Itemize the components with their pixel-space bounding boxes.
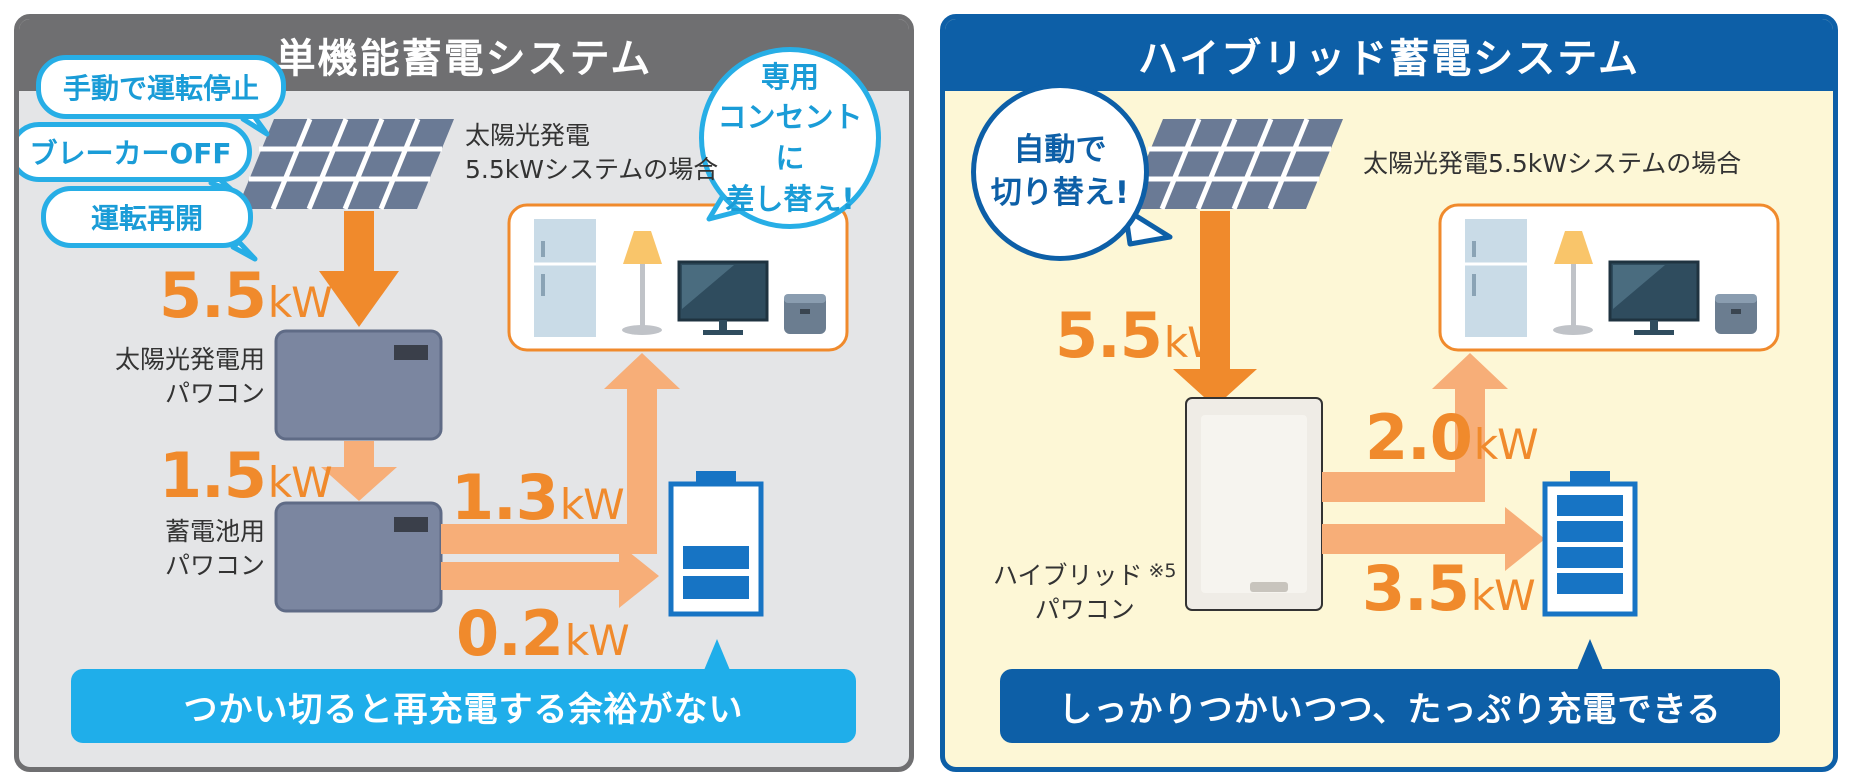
footnote-mark: ※5 xyxy=(1148,560,1177,582)
flow-arrow-pcs xyxy=(321,441,397,501)
right-footer-banner: しっかりつかいつつ、たっぷり充電できる xyxy=(1000,669,1780,743)
right-diagram xyxy=(1122,118,1780,675)
battery-icon-full xyxy=(1542,471,1638,617)
solar-panel-icon xyxy=(1126,118,1343,210)
right-panel-title: ハイブリッド蓄電システム xyxy=(945,19,1833,91)
flow-value-solar: 5.5kW xyxy=(159,259,333,332)
flow-value-appliances: 1.3kW xyxy=(451,461,625,534)
flow-value-battery: 0.2kW xyxy=(456,597,630,670)
rice-cooker-icon xyxy=(784,294,826,334)
auto-switch-callout: 自動で 切り替え! xyxy=(971,83,1149,261)
solar-pcs-unit xyxy=(274,329,443,441)
callout-line-2: コンセントに xyxy=(717,100,863,175)
restart-bubble: 運転再開 xyxy=(41,186,253,248)
flow-arrow-solar xyxy=(1173,211,1257,407)
solar-label: 太陽光発電 5.5kWシステムの場合 xyxy=(465,121,719,184)
hybrid-panel: ハイブリッド蓄電システム xyxy=(940,14,1838,772)
flow-value-solar: 5.5kW xyxy=(1055,299,1229,372)
solar-pcs-label: 太陽光発電用 パワコン xyxy=(114,345,265,408)
appliances-box xyxy=(1438,203,1780,352)
battery-pcs-label: 蓄電池用 パワコン xyxy=(164,517,265,580)
callout-line-2: 切り替え! xyxy=(990,175,1130,211)
solar-label: 太陽光発電5.5kWシステムの場合 xyxy=(1363,149,1742,178)
callout-line-1: 専用 xyxy=(760,59,819,94)
flow-arrow-appliances xyxy=(441,353,680,554)
lamp-icon xyxy=(1553,231,1593,335)
solar-panel-icon xyxy=(237,118,454,210)
battery-icon-low xyxy=(668,471,764,617)
flow-value-appliances: 2.0kW xyxy=(1365,401,1539,474)
footer-pointer xyxy=(702,639,732,675)
appliances-box xyxy=(507,203,849,352)
callout-line-3: 差し替え! xyxy=(725,181,855,216)
fridge-icon xyxy=(1465,219,1527,337)
callout-line-1: 自動で xyxy=(1013,131,1107,168)
flow-value-battery: 3.5kW xyxy=(1362,552,1536,625)
flow-value-pcs: 1.5kW xyxy=(159,439,333,512)
manual-stop-bubble: 手動で運転停止 xyxy=(36,55,286,119)
rice-cooker-icon xyxy=(1715,294,1757,334)
tv-icon xyxy=(1608,260,1700,335)
footer-pointer xyxy=(1575,639,1605,675)
outlet-switch-callout: 専用 コンセントに 差し替え! xyxy=(699,47,881,229)
left-diagram xyxy=(208,109,849,675)
fridge-icon xyxy=(534,219,596,337)
breaker-off-bubble: ブレーカーOFF xyxy=(19,122,252,182)
hybrid-pcs-unit xyxy=(1185,397,1323,611)
flow-arrow-appliances xyxy=(1322,353,1508,502)
battery-pcs-unit xyxy=(274,501,443,613)
tv-icon xyxy=(677,260,769,335)
single-function-panel: 単機能蓄電システム xyxy=(14,14,914,772)
lamp-icon xyxy=(622,231,662,335)
flow-arrow-solar xyxy=(319,211,399,327)
flow-arrow-battery xyxy=(441,544,659,608)
left-footer-banner: つかい切ると再充電する余裕がない xyxy=(71,669,856,743)
hybrid-pcs-label: ハイブリッド※5 パワコン xyxy=(993,560,1177,624)
flow-arrow-battery xyxy=(1322,507,1545,571)
